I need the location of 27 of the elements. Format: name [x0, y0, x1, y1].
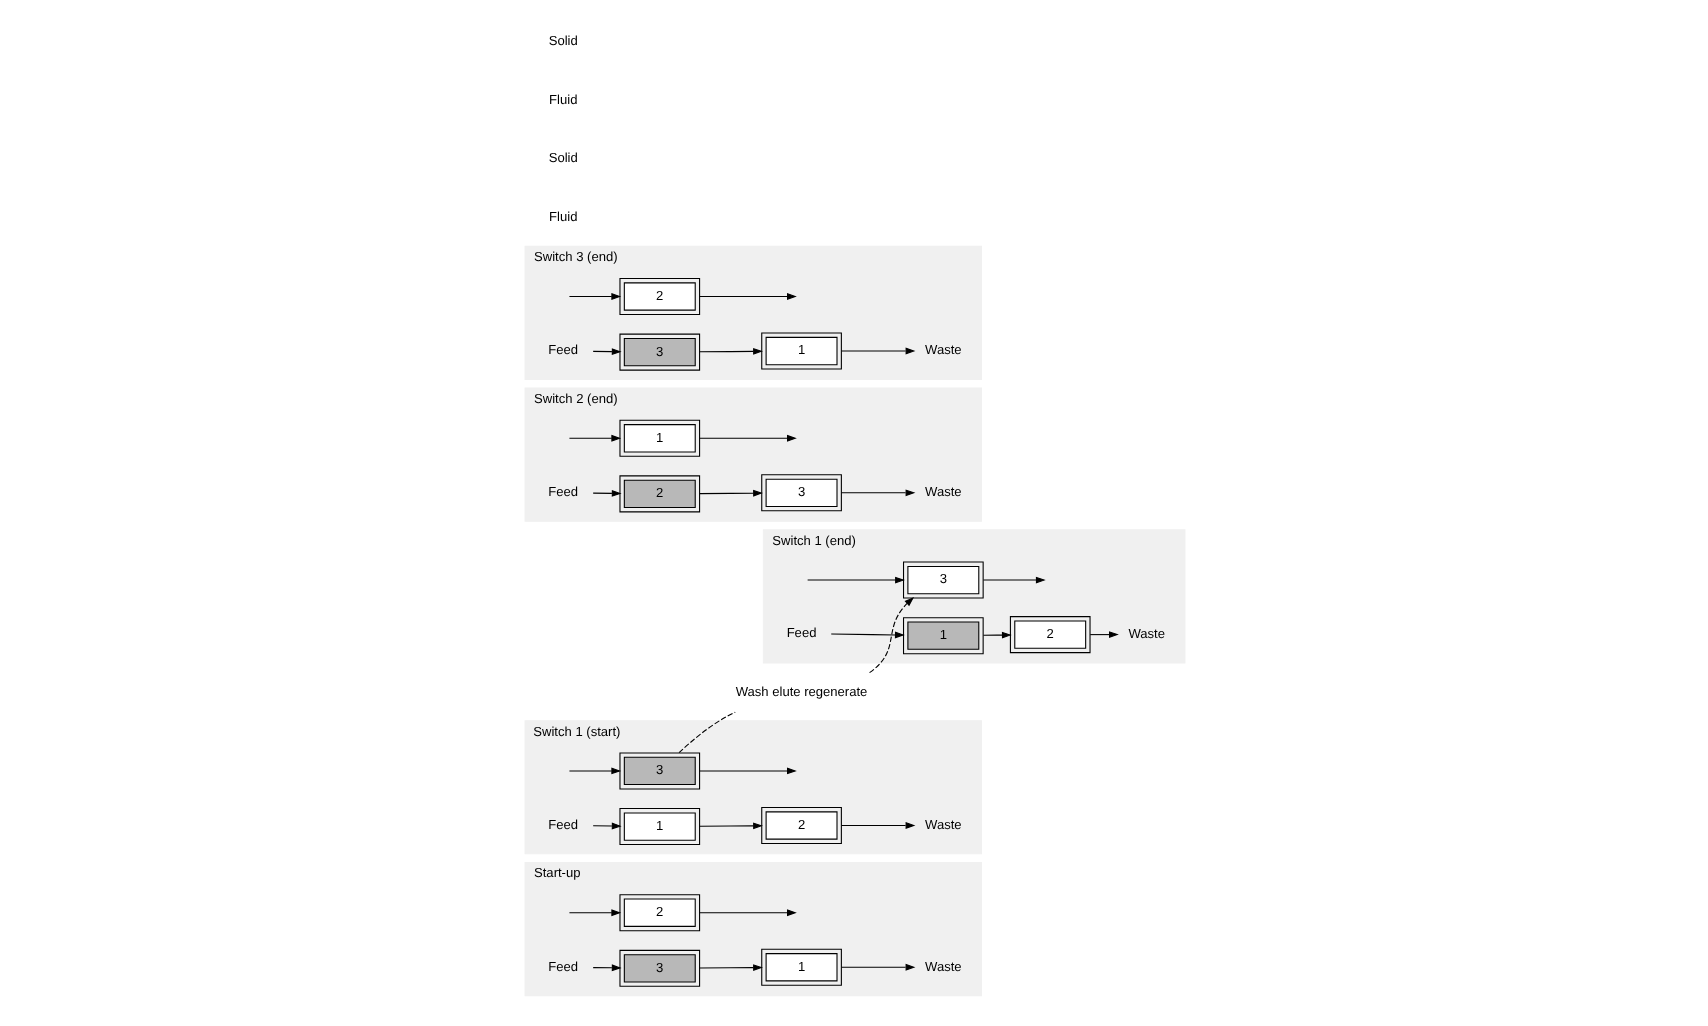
- arrow: [829, 631, 904, 639]
- arrow: [698, 347, 762, 355]
- arrow: [806, 576, 904, 584]
- arrow: [567, 434, 621, 442]
- arrow: [591, 964, 621, 972]
- arrow: [840, 489, 915, 497]
- arrow: [591, 489, 621, 497]
- arrow: [840, 347, 915, 355]
- arrow: [698, 822, 762, 830]
- arrow: [567, 909, 621, 917]
- arrow: [698, 489, 762, 497]
- arrow: [1088, 631, 1118, 639]
- arrow: [868, 597, 914, 674]
- arrow: [840, 963, 915, 971]
- arrow: [698, 909, 796, 917]
- arrow: [567, 293, 621, 300]
- arrow: [698, 434, 796, 442]
- arrow: [698, 964, 762, 972]
- connector: [677, 711, 735, 754]
- arrow: [981, 576, 1045, 584]
- arrow: [698, 293, 796, 300]
- arrow: [591, 348, 621, 356]
- arrow: [840, 822, 915, 829]
- arrow: [698, 767, 796, 775]
- arrow: [981, 631, 1011, 639]
- arrow: [567, 767, 621, 775]
- arrow: [591, 822, 621, 830]
